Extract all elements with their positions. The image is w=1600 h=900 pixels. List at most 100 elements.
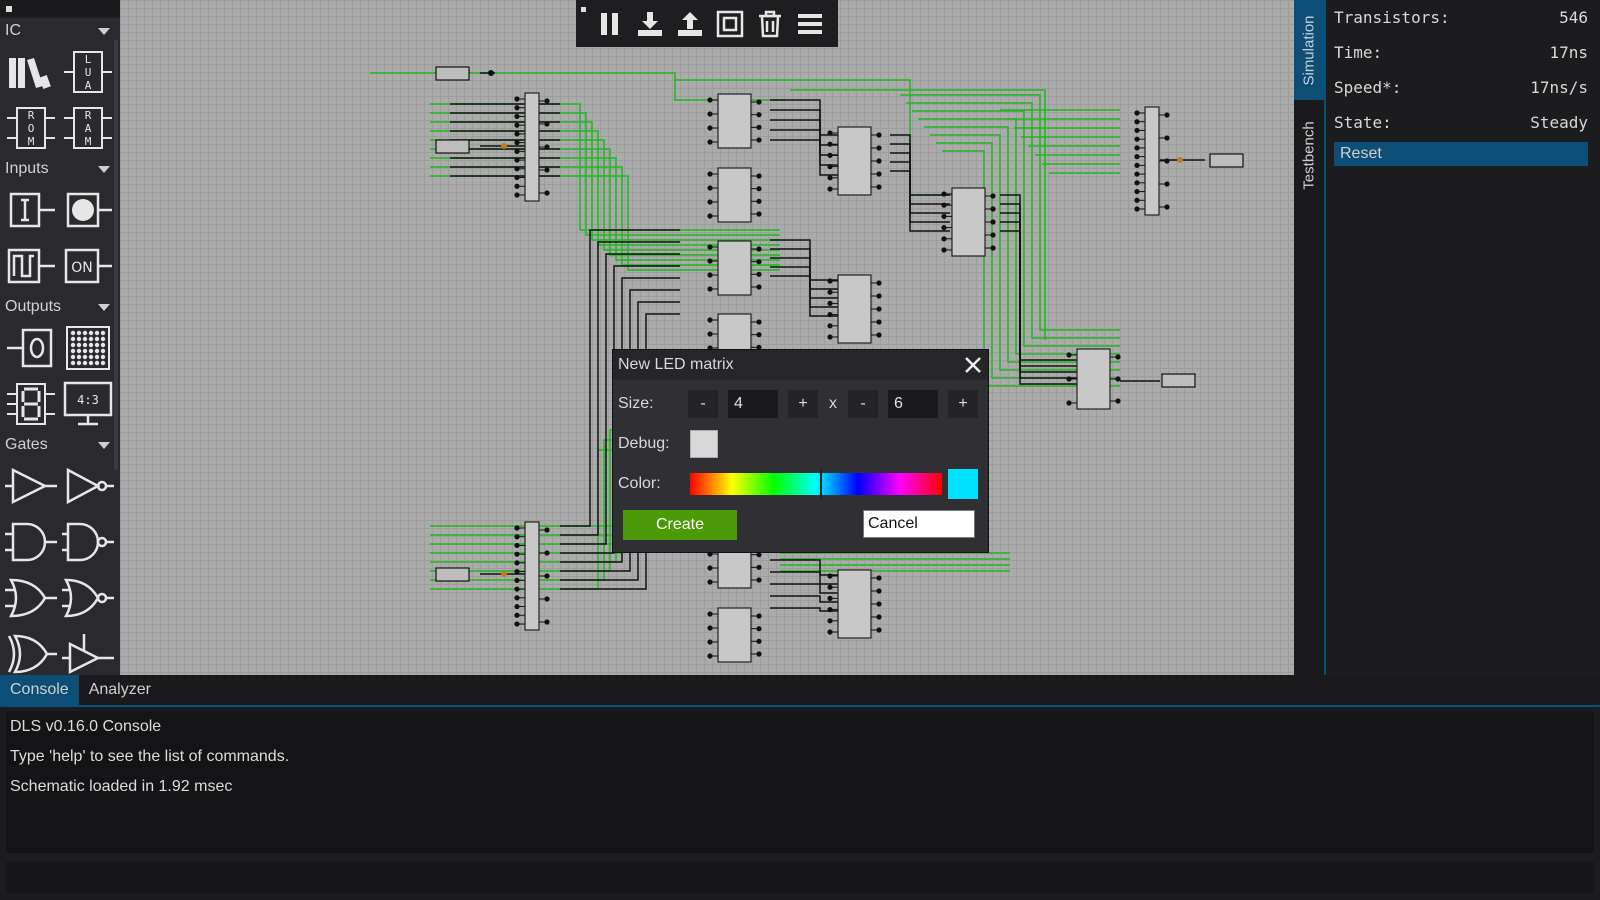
wire[interactable] (770, 571, 840, 585)
chip[interactable] (1144, 106, 1160, 216)
chip[interactable] (717, 240, 752, 296)
save-button[interactable] (630, 0, 670, 47)
tab-simulation[interactable]: Simulation (1294, 0, 1324, 100)
cancel-button[interactable]: Cancel (863, 510, 975, 538)
tab-console[interactable]: Console (0, 675, 79, 705)
wire[interactable] (770, 275, 840, 317)
io-pin[interactable] (435, 139, 470, 154)
and-gate-icon[interactable] (2, 514, 59, 570)
or-gate-icon[interactable] (2, 570, 59, 626)
width-increment-button[interactable]: + (788, 390, 818, 418)
section-gates[interactable]: Gates (0, 432, 120, 458)
delete-button[interactable] (750, 0, 790, 47)
reset-button[interactable]: Reset (1334, 142, 1588, 166)
pin[interactable] (1115, 354, 1121, 360)
schematic-canvas[interactable] (120, 0, 1294, 675)
create-button[interactable]: Create (623, 510, 737, 540)
chip[interactable] (837, 274, 872, 344)
wire[interactable] (890, 170, 950, 232)
palette-handle-icon[interactable] (6, 6, 12, 12)
wire[interactable] (930, 134, 1120, 371)
junction[interactable] (501, 571, 507, 577)
fit-view-button[interactable] (710, 0, 750, 47)
debug-checkbox[interactable] (690, 430, 718, 458)
pin[interactable] (1115, 376, 1121, 382)
tab-testbench[interactable]: Testbench (1294, 110, 1324, 200)
chip[interactable] (837, 126, 872, 196)
junction[interactable] (488, 70, 494, 76)
wire[interactable] (770, 595, 840, 603)
led-matrix-icon[interactable] (59, 320, 116, 376)
clock-input-icon[interactable] (2, 238, 59, 294)
wire[interactable] (912, 110, 1120, 347)
io-pin[interactable] (435, 66, 470, 81)
dialog-title-bar[interactable]: New LED matrix (613, 350, 988, 380)
wire[interactable] (924, 126, 1120, 363)
junction[interactable] (501, 143, 507, 149)
io-pin[interactable] (435, 567, 470, 582)
seven-segment-icon[interactable] (2, 376, 59, 432)
constant-on-icon[interactable]: ON (59, 238, 116, 294)
library-icon[interactable] (2, 44, 59, 100)
pin[interactable] (1115, 398, 1121, 404)
wire[interactable] (770, 583, 840, 594)
tristate-gate-icon[interactable] (59, 626, 116, 675)
width-input[interactable] (728, 390, 778, 418)
io-pin[interactable] (1209, 153, 1244, 168)
palette-scrollbar[interactable] (114, 40, 118, 470)
wire[interactable] (900, 94, 1120, 331)
io-pin[interactable] (1161, 373, 1196, 388)
wire[interactable] (560, 241, 680, 536)
menu-button[interactable] (790, 0, 830, 47)
wire[interactable] (560, 229, 680, 527)
section-outputs[interactable]: Outputs (0, 294, 120, 320)
console-input[interactable] (6, 862, 1594, 894)
pause-button[interactable] (590, 0, 630, 47)
chip[interactable] (837, 569, 872, 639)
wire[interactable] (560, 253, 680, 545)
chip[interactable] (524, 521, 540, 631)
svg-text:M: M (27, 135, 34, 148)
section-inputs[interactable]: Inputs (0, 156, 120, 182)
height-input[interactable] (888, 390, 938, 418)
nor-gate-icon[interactable] (59, 570, 116, 626)
xor-gate-icon[interactable] (2, 626, 59, 675)
nand-gate-icon[interactable] (59, 514, 116, 570)
section-ic[interactable]: IC (0, 18, 120, 44)
chip[interactable] (717, 93, 752, 149)
height-increment-button[interactable]: + (948, 390, 978, 418)
chip[interactable] (951, 187, 986, 257)
height-decrement-button[interactable]: - (848, 390, 878, 418)
wire[interactable] (770, 139, 840, 176)
wire[interactable] (942, 150, 1120, 387)
output-pin-icon[interactable] (2, 320, 59, 376)
junction[interactable] (1177, 157, 1183, 163)
close-button[interactable] (958, 350, 988, 380)
chip[interactable] (717, 167, 752, 223)
wire[interactable] (770, 239, 840, 281)
wire[interactable] (906, 102, 1120, 339)
load-button[interactable] (670, 0, 710, 47)
buffer-gate-icon[interactable] (2, 458, 59, 514)
chip[interactable] (717, 607, 752, 663)
button-input-icon[interactable] (59, 182, 116, 238)
hue-slider[interactable] (690, 469, 942, 499)
wire[interactable] (770, 119, 840, 156)
wire[interactable] (790, 89, 1046, 340)
hue-slider-handle[interactable] (820, 469, 822, 499)
wire[interactable] (936, 142, 1120, 379)
wire[interactable] (1000, 230, 1080, 385)
not-gate-icon[interactable] (59, 458, 116, 514)
stat-label: State: (1334, 113, 1392, 132)
schematic-drawing[interactable] (120, 0, 1294, 675)
screen-icon[interactable]: 4:3 (59, 376, 116, 432)
toolbar-grip-icon[interactable] (576, 0, 590, 47)
width-decrement-button[interactable]: - (688, 390, 718, 418)
input-pin-icon[interactable] (2, 182, 59, 238)
chip[interactable] (1076, 348, 1111, 410)
tab-analyzer[interactable]: Analyzer (88, 681, 151, 698)
chip[interactable] (524, 92, 540, 202)
